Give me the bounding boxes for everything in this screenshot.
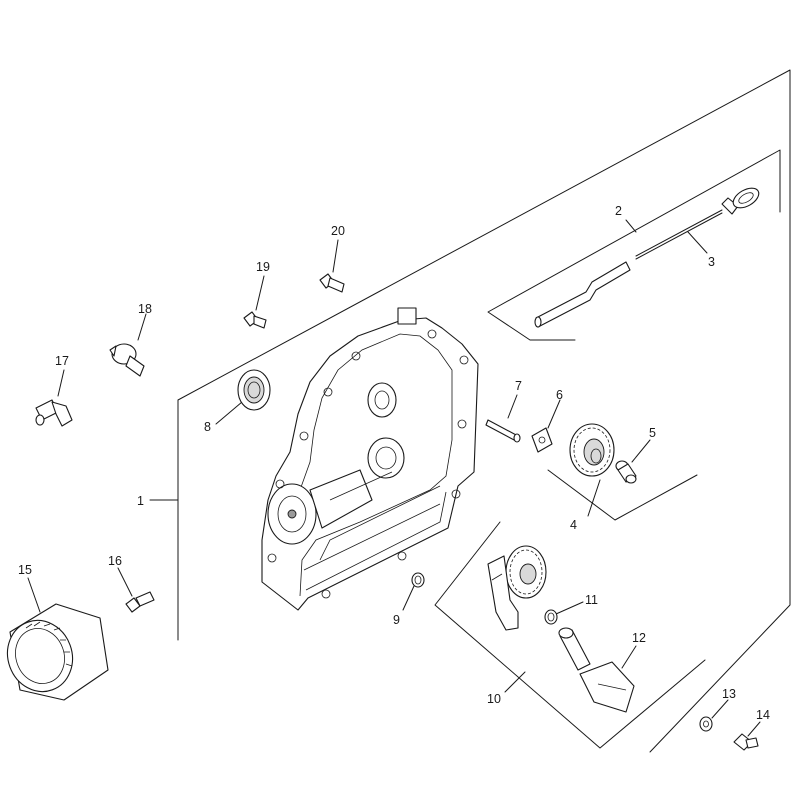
pin-part (615, 460, 637, 484)
bolt-part-19 (243, 311, 267, 329)
callout-4: 4 (570, 518, 577, 532)
callout-2: 2 (615, 204, 622, 218)
callout-3: 3 (708, 255, 715, 269)
assembly-frame-main (177, 69, 791, 753)
pressure-sensor-part (109, 343, 145, 377)
callout-20: 20 (331, 224, 345, 238)
oil-pickup-part (558, 627, 635, 713)
clip-part (531, 427, 553, 453)
leader-lines (27, 219, 761, 737)
callout-labels: 1 2 3 4 5 6 7 8 9 10 11 12 13 14 15 16 1… (18, 204, 770, 722)
callout-8: 8 (204, 420, 211, 434)
assembly-frame-oil-pump (434, 521, 706, 749)
callout-7: 7 (515, 379, 522, 393)
callout-17: 17 (55, 354, 69, 368)
bolt-part-20 (319, 273, 345, 293)
o-ring-part-9 (411, 572, 425, 588)
callout-10: 10 (487, 692, 501, 706)
elbow-fitting-part (35, 399, 73, 427)
callout-5: 5 (649, 426, 656, 440)
callout-15: 15 (18, 563, 32, 577)
assembly-frame-dipstick (487, 149, 781, 341)
callout-1: 1 (137, 494, 144, 508)
callout-9: 9 (393, 613, 400, 627)
oil-filter-part (6, 603, 109, 701)
callout-6: 6 (556, 388, 563, 402)
callout-13: 13 (722, 687, 736, 701)
callout-14: 14 (756, 708, 770, 722)
dipstick-tube-part (534, 261, 631, 328)
callout-16: 16 (108, 554, 122, 568)
assembly-frame-gear (547, 469, 698, 521)
oil-seal-part (237, 369, 271, 411)
callout-12: 12 (632, 631, 646, 645)
dipstick-part (635, 187, 760, 260)
shaft-part (485, 419, 521, 443)
callout-11: 11 (585, 593, 598, 607)
gear-cover-part (261, 307, 479, 611)
gear-part (569, 423, 615, 477)
oil-pump-part (487, 545, 547, 631)
washer-part (699, 716, 713, 732)
callout-19: 19 (256, 260, 270, 274)
drain-plug-part (733, 733, 759, 751)
o-ring-part-11 (544, 609, 558, 625)
callout-18: 18 (138, 302, 152, 316)
fitting-part-16 (125, 591, 155, 613)
